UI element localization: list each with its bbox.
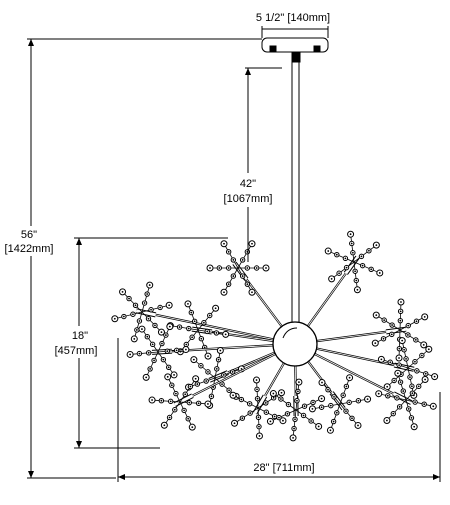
crystal-cluster [378, 338, 437, 399]
overall-height-dimension [27, 39, 262, 478]
overall-height-mm-label: [1422mm] [5, 243, 54, 255]
rod-length-dimension [245, 68, 282, 262]
overall-height-in-label: 56" [21, 229, 37, 241]
fixture-height-mm-label: [457mm] [55, 345, 98, 357]
rod-length-in-label: 42" [240, 178, 256, 190]
fixture-height-in-label: 18" [72, 330, 88, 342]
fixture-width-label: 28" [711mm] [253, 462, 314, 474]
arm [136, 311, 295, 344]
downrod [292, 62, 299, 324]
crystal-cluster [376, 370, 437, 430]
crystal-cluster [372, 299, 427, 361]
ceiling-canopy [262, 38, 328, 62]
canopy-width-label: 5 1/2" [140mm] [256, 12, 330, 24]
center-sphere [273, 322, 317, 366]
canopy-width-dimension [262, 26, 328, 38]
rod-length-mm-label: [1067mm] [224, 193, 273, 205]
crystal-cluster [112, 282, 172, 342]
crystal-cluster [207, 241, 269, 295]
crystal-cluster [230, 377, 286, 439]
crystal-cluster [325, 231, 383, 293]
